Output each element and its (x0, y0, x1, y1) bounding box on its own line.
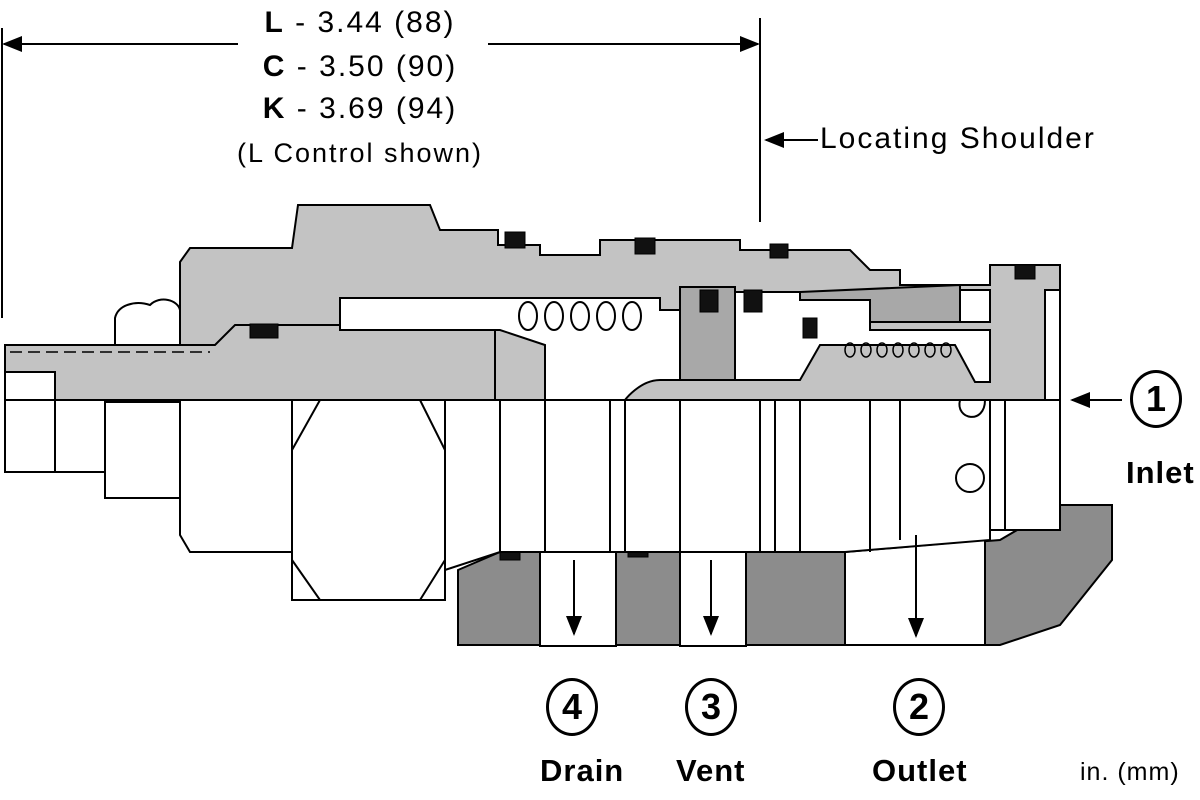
stem-cap (4, 371, 56, 401)
port-3-label: Vent (676, 753, 746, 788)
flow-arrows (566, 392, 1122, 638)
drain-port-passage (539, 549, 617, 647)
vent-port-passage (679, 549, 747, 647)
main-spring (518, 301, 642, 331)
port-4-circle: 4 (546, 678, 598, 736)
units-label: in. (mm) (1080, 758, 1180, 786)
port-4-label: Drain (540, 753, 625, 788)
poppet-sleeve (799, 283, 961, 323)
locknut-exterior (104, 401, 181, 499)
port-3-circle: 3 (685, 678, 737, 736)
port-1-circle: 1 (1130, 370, 1182, 428)
cartridge-body (4, 204, 1061, 401)
port-2-label: Outlet (872, 753, 968, 788)
length-dimension (1, 18, 818, 318)
port-1-label: Inlet (1126, 455, 1195, 490)
dimension-k: K - 3.69 (94) (262, 92, 458, 125)
cartridge-exterior (4, 399, 1061, 601)
port-2-circle: 2 (893, 678, 945, 736)
hex-nut-exterior (291, 399, 446, 601)
dimension-l: L - 3.44 (88) (264, 6, 456, 39)
poppet-spring (844, 342, 952, 358)
locating-shoulder-label: Locating Shoulder (820, 122, 1096, 155)
dimension-c: C - 3.50 (90) (262, 50, 458, 83)
dimension-note: (L Control shown) (236, 138, 484, 168)
manifold-block (457, 504, 1113, 647)
locknut-top (114, 298, 181, 346)
body-exterior-left (179, 399, 293, 553)
inlet-orifice (955, 463, 985, 493)
body-exterior-right (444, 399, 1061, 572)
